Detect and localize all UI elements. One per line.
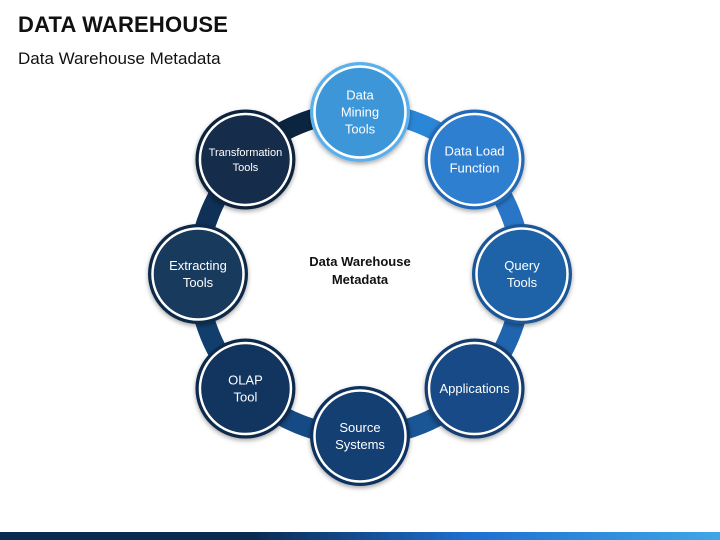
node-white-border [427,341,522,436]
node-white-border [313,65,407,159]
node-circle [201,344,290,433]
node-circle [154,230,242,318]
node-white-border [475,227,569,321]
node-circle [430,115,519,204]
node-white-border [427,112,522,207]
node-circle [478,230,566,318]
node-white-border [151,227,245,321]
node-circle [316,68,404,156]
node-circle [316,392,404,480]
node-white-border [198,341,293,436]
bottom-gradient-bar [0,532,720,540]
node-white-border [313,389,407,483]
node-white-border [198,112,293,207]
node-circle [201,115,290,204]
node-label: Applications [439,381,510,396]
page-subtitle: Data Warehouse Metadata [18,49,221,68]
page-title: DATA WAREHOUSE [18,12,229,37]
diagram-node: Applications [424,338,525,439]
node-circle [430,344,519,433]
